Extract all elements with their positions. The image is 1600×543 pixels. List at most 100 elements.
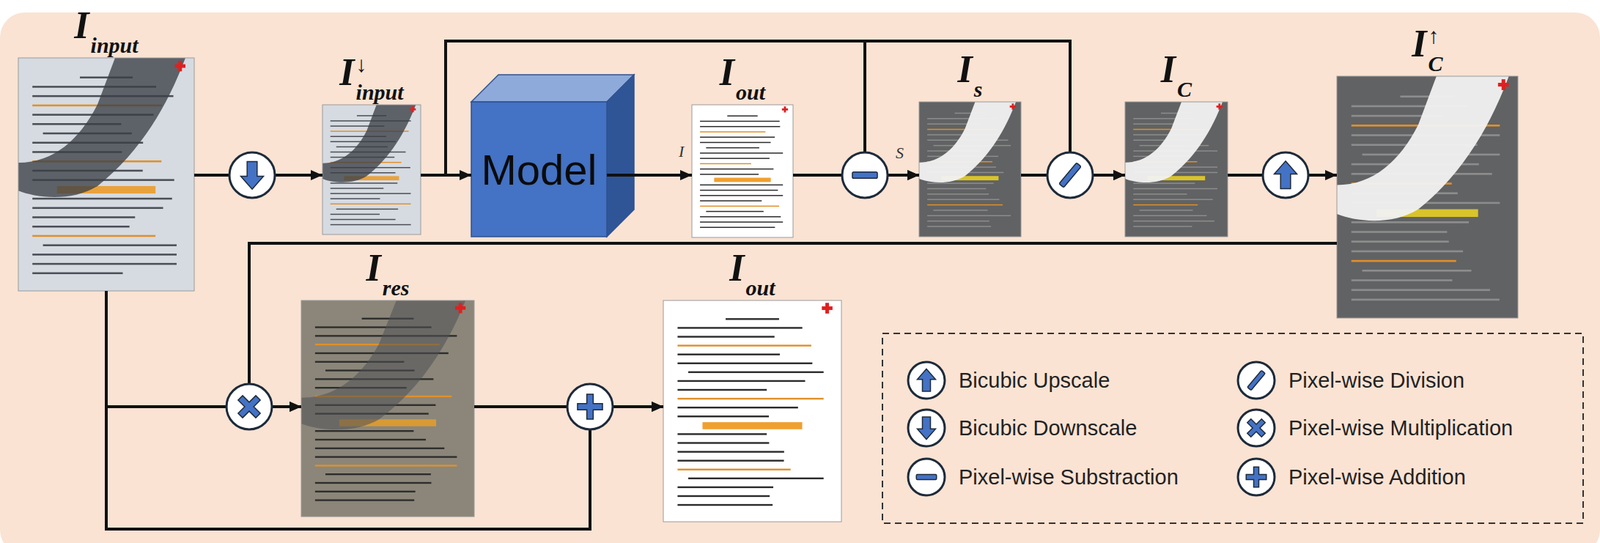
document-photo <box>663 300 842 522</box>
operator-icon <box>577 394 603 420</box>
subscript: s <box>974 78 983 101</box>
text-line <box>705 211 763 213</box>
subscript: C <box>1177 78 1192 101</box>
text-line <box>927 188 986 190</box>
leaf-shadow <box>1125 101 1223 183</box>
text-line <box>699 136 775 138</box>
document-photo <box>919 101 1021 237</box>
text-line <box>699 221 783 223</box>
text-line <box>1351 260 1457 263</box>
document-photo <box>322 104 421 235</box>
symbol-base: I <box>957 50 973 89</box>
index-stack: ↓input <box>356 53 404 104</box>
symbol-base: I <box>74 6 89 45</box>
text-line <box>1133 220 1215 223</box>
operator-icon <box>852 172 878 179</box>
operator-circle <box>1237 362 1275 399</box>
paper <box>691 104 794 238</box>
text-line <box>1351 288 1491 291</box>
text-line <box>699 152 783 154</box>
operator-circle <box>908 458 945 496</box>
text-line <box>32 263 177 266</box>
text-line <box>727 115 758 117</box>
text-line <box>677 433 767 435</box>
down-operator <box>229 152 275 198</box>
text-line <box>1133 198 1213 201</box>
symbol-base: I <box>339 53 355 92</box>
red-cross <box>1216 105 1223 108</box>
text-line <box>1351 250 1463 253</box>
text-line <box>677 504 773 506</box>
div-operator <box>1237 362 1275 399</box>
operator-icon <box>231 389 267 425</box>
text-line <box>1351 240 1450 243</box>
text-line <box>330 214 380 216</box>
operator-icon <box>1245 466 1267 488</box>
text-line <box>699 227 775 229</box>
red-cross <box>455 306 466 311</box>
leaf-shadow <box>301 300 466 430</box>
document-photo <box>1125 101 1228 237</box>
text-line <box>315 430 415 432</box>
legend-item: Bicubic Downscale <box>905 407 1137 449</box>
cube-front <box>471 101 607 237</box>
cube-side <box>606 74 634 237</box>
legend-item: Pixel-wise Substraction <box>905 456 1179 498</box>
subscript: C <box>1428 52 1444 75</box>
legend-text: Bicubic Upscale <box>958 368 1110 393</box>
paper <box>1125 101 1228 237</box>
image-title: Is <box>957 50 983 101</box>
legend-text: Pixel-wise Multiplication <box>1288 416 1513 441</box>
legend-icon <box>1235 407 1277 449</box>
text-line <box>330 187 385 190</box>
image-panel: IC <box>1125 101 1228 237</box>
text-line <box>699 157 770 160</box>
operator-icon <box>1274 161 1298 190</box>
operator-icon <box>1242 414 1271 443</box>
text-line <box>1351 279 1453 282</box>
text-line <box>677 415 769 418</box>
subscript: out <box>735 81 766 104</box>
image-title: Iinput <box>74 6 138 57</box>
image-title: IC <box>1160 50 1192 101</box>
text-line <box>927 215 1011 217</box>
operator-circle <box>908 362 945 399</box>
text-line <box>1133 204 1198 206</box>
legend-item: Pixel-wise Addition <box>1235 456 1466 498</box>
text-line <box>1351 230 1448 234</box>
text-line <box>1133 182 1195 184</box>
mul-operator <box>1237 409 1275 447</box>
index-stack: C <box>1177 50 1192 101</box>
text-line <box>330 219 396 221</box>
text-line <box>1133 188 1218 190</box>
text-line <box>1139 209 1194 212</box>
text-line <box>32 225 129 228</box>
legend-text: Pixel-wise Division <box>1288 368 1465 393</box>
div-operator <box>1047 152 1093 198</box>
photo-border <box>663 300 842 522</box>
document-photo <box>1336 76 1518 319</box>
photo-border <box>919 101 1021 237</box>
red-cross <box>1009 105 1016 108</box>
operator-circle <box>1262 152 1309 198</box>
red-cross <box>409 108 416 111</box>
text-line <box>705 147 760 149</box>
stray-label: I <box>678 142 684 162</box>
text-line <box>677 406 798 409</box>
text-line <box>677 495 770 497</box>
paper <box>1336 76 1518 319</box>
text-line <box>927 182 994 184</box>
text-line <box>677 335 774 338</box>
subscript: input <box>356 81 404 104</box>
photo-border <box>691 104 794 238</box>
symbol-base: I <box>1160 50 1176 89</box>
minus-operator <box>842 152 888 198</box>
model-block: Model <box>471 101 607 237</box>
text-line <box>1133 215 1207 217</box>
operator-circle <box>226 384 272 430</box>
superscript: ↑ <box>1428 24 1444 47</box>
leaf-shadow <box>919 101 1016 183</box>
document-photo <box>18 57 195 291</box>
